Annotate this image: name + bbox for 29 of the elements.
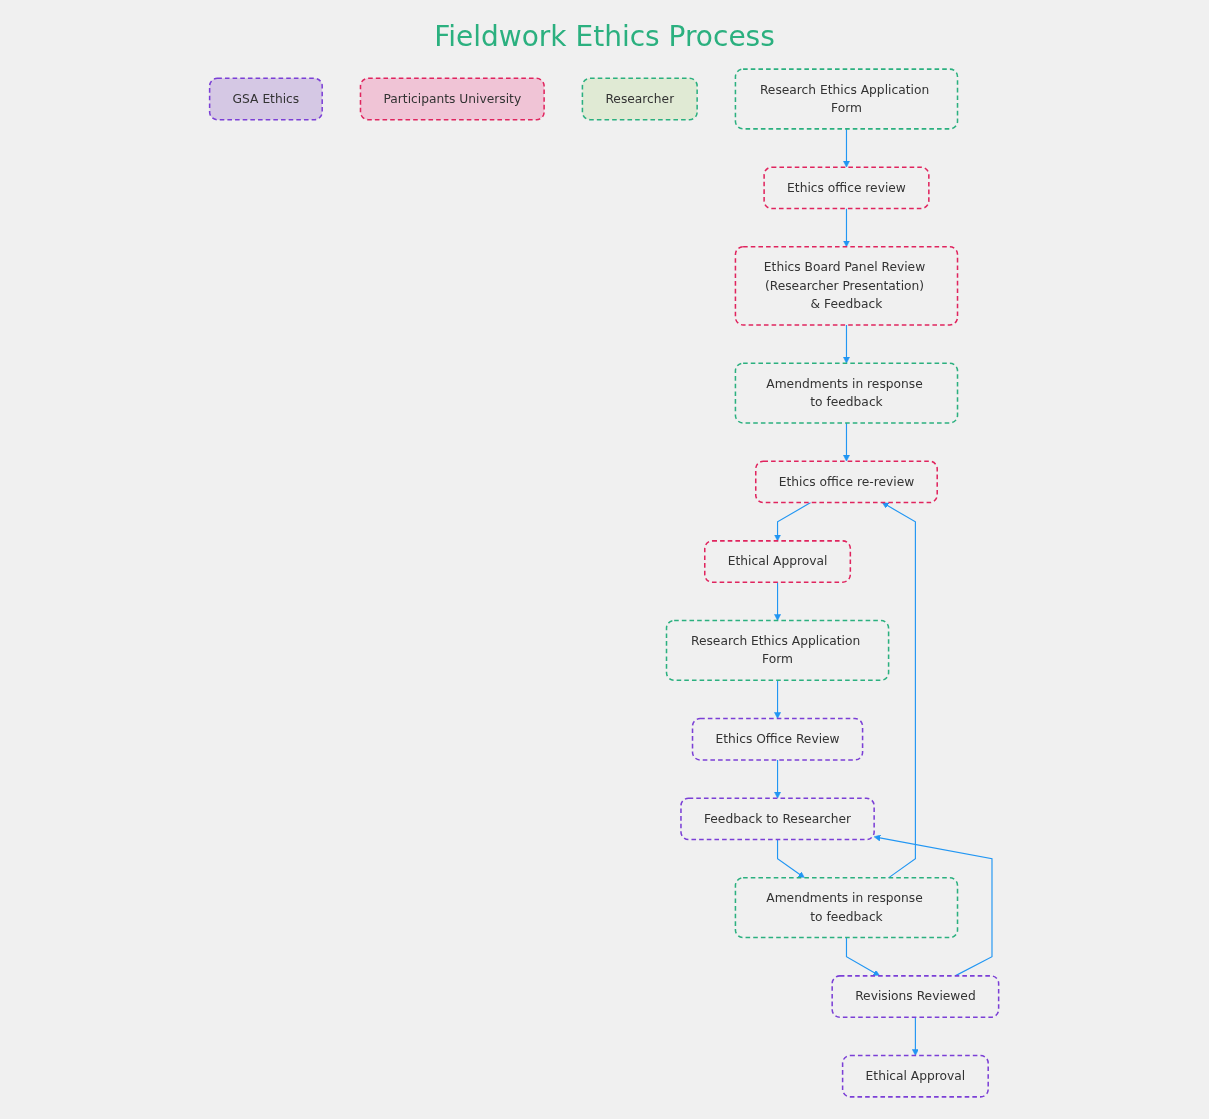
node-box: Ethical Approval xyxy=(704,540,852,583)
arrow xyxy=(843,324,851,364)
arrow xyxy=(774,581,782,621)
node-box: Ethics office review xyxy=(763,166,930,210)
arrow xyxy=(843,422,851,462)
node-box: Ethics Office Review xyxy=(692,717,864,761)
arrow xyxy=(774,679,782,719)
node-box: Ethics Board Panel Review (Researcher Presentation) & Feedback xyxy=(735,246,959,326)
arrow xyxy=(912,1016,920,1056)
node-box: Research Ethics Application Form xyxy=(735,68,959,130)
arrow xyxy=(774,502,812,542)
arrow xyxy=(843,207,851,248)
node-box: Ethics office re-review xyxy=(755,460,939,504)
node-box: Research Ethics Application Form xyxy=(666,619,890,682)
arrow xyxy=(882,502,917,879)
arrow xyxy=(843,128,851,168)
node-box: Feedback to Researcher xyxy=(680,797,876,841)
diagram-title: Fieldwork Ethics Process xyxy=(434,20,775,53)
node-box: Researcher xyxy=(582,77,699,121)
node-box: GSA Ethics xyxy=(209,77,324,121)
arrow xyxy=(777,838,806,879)
arrow xyxy=(846,937,881,977)
node-box: Ethical Approval xyxy=(842,1054,990,1098)
node-box: Amendments in response to feedback xyxy=(735,362,959,424)
node-box: Amendments in response to feedback xyxy=(735,877,959,939)
node-box: Participants University xyxy=(360,77,546,121)
arrow xyxy=(874,834,993,977)
arrow xyxy=(774,759,782,799)
node-box: Revisions Reviewed xyxy=(831,975,1000,1018)
